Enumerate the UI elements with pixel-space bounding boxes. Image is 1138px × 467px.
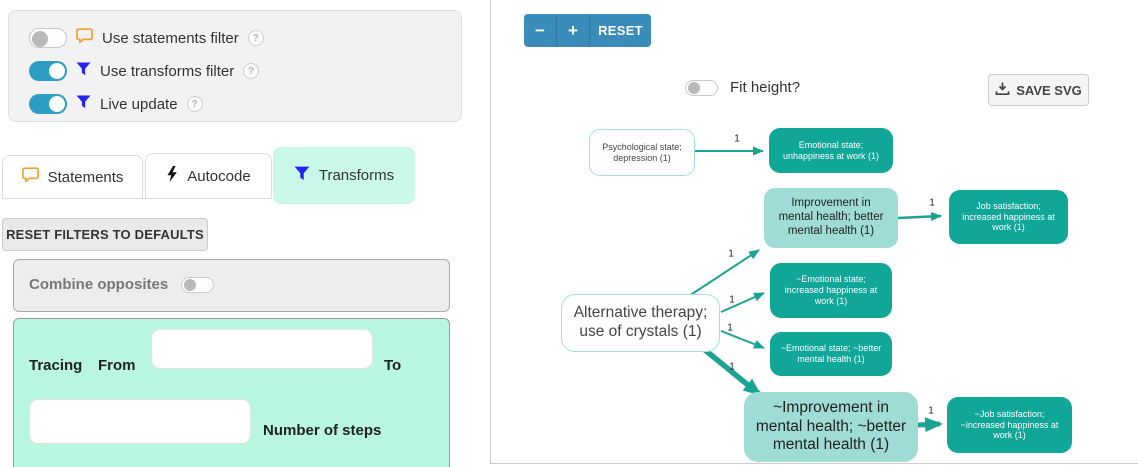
zoom-reset-button[interactable]: RESET: [590, 14, 651, 47]
filter-funnel-icon: [76, 62, 91, 81]
graph-node[interactable]: Improvement in mental health; better men…: [764, 188, 898, 248]
edge-label: 1: [929, 197, 935, 209]
combine-opposites-label: Combine opposites: [29, 276, 169, 293]
tracing-from-label: From: [98, 357, 136, 374]
tab-label: Statements: [47, 168, 124, 186]
graph-panel: − + RESET Fit height? SAVE SVG: [490, 0, 1138, 464]
graph-node[interactable]: Job satisfaction; increased happiness at…: [949, 190, 1068, 244]
tab-autocode[interactable]: Autocode: [145, 153, 272, 199]
help-icon[interactable]: ?: [247, 30, 264, 46]
live-update-toggle[interactable]: [29, 94, 67, 114]
filters-panel: Use statements filter ? Use transforms f…: [8, 10, 462, 122]
graph-node[interactable]: ~Emotional state; ~better mental health …: [770, 332, 892, 376]
statement-bubble-icon: [76, 27, 93, 49]
use-transforms-filter-label: Use transforms filter: [100, 62, 235, 80]
combine-opposites-toggle[interactable]: [181, 277, 214, 293]
transforms-filter-row: Use transforms filter ?: [29, 60, 260, 82]
reset-filters-button[interactable]: RESET FILTERS TO DEFAULTS: [2, 218, 208, 251]
tracing-panel: Tracing From To Number of steps: [13, 318, 450, 467]
tab-statements[interactable]: Statements: [2, 155, 143, 199]
filter-sidebar: Use statements filter ? Use transforms f…: [0, 0, 490, 467]
graph-node[interactable]: ~Emotional state; increased happiness at…: [770, 263, 892, 318]
filter-funnel-icon: [294, 166, 310, 185]
fit-height-toggle[interactable]: [685, 79, 718, 96]
use-statements-filter-label: Use statements filter: [102, 29, 239, 47]
tracing-from-input[interactable]: [151, 329, 373, 369]
edge-label: 1: [727, 322, 733, 334]
tab-transforms[interactable]: Transforms: [273, 147, 415, 204]
use-statements-filter-toggle[interactable]: [29, 28, 67, 48]
help-icon[interactable]: ?: [186, 96, 203, 112]
save-svg-button[interactable]: SAVE SVG: [988, 74, 1089, 106]
zoom-out-button[interactable]: −: [524, 14, 557, 47]
edge-label: 1: [729, 361, 735, 373]
edge-label: 1: [728, 248, 734, 260]
graph-node[interactable]: Emotional state; unhappiness at work (1): [769, 128, 893, 173]
edge-label: 1: [928, 405, 934, 417]
combine-opposites-panel: Combine opposites: [13, 259, 450, 312]
tab-bar: Statements Autocode Transforms: [0, 147, 470, 204]
tracing-steps-input[interactable]: [29, 399, 251, 444]
number-of-steps-label: Number of steps: [263, 422, 382, 439]
edge-label: 1: [734, 133, 740, 145]
lightning-bolt-icon: [166, 166, 178, 186]
tab-label: Transforms: [318, 167, 395, 184]
zoom-in-button[interactable]: +: [557, 14, 590, 47]
use-transforms-filter-toggle[interactable]: [29, 61, 67, 81]
tab-label: Autocode: [187, 167, 251, 185]
graph-node[interactable]: ~Improvement in mental health; ~better m…: [744, 392, 918, 462]
live-update-row: Live update ?: [29, 93, 203, 115]
graph-node[interactable]: Alternative therapy; use of crystals (1): [561, 294, 720, 352]
graph-node[interactable]: Psychological state; depression (1): [589, 129, 695, 176]
fit-height-row: Fit height?: [685, 79, 800, 96]
graph-node[interactable]: ~Job satisfaction; ~increased happiness …: [947, 397, 1072, 453]
filter-funnel-icon: [76, 95, 91, 114]
statements-filter-row: Use statements filter ?: [29, 27, 264, 49]
tracing-to-label: To: [384, 357, 402, 374]
help-icon[interactable]: ?: [243, 63, 260, 79]
save-svg-label: SAVE SVG: [1016, 82, 1082, 98]
zoom-controls: − + RESET: [524, 14, 651, 47]
download-icon: [995, 81, 1010, 99]
statement-bubble-icon: [21, 167, 39, 187]
tracing-title: Tracing: [29, 357, 83, 374]
fit-height-label: Fit height?: [730, 79, 801, 96]
edge-label: 1: [729, 294, 735, 306]
live-update-label: Live update: [100, 95, 178, 113]
